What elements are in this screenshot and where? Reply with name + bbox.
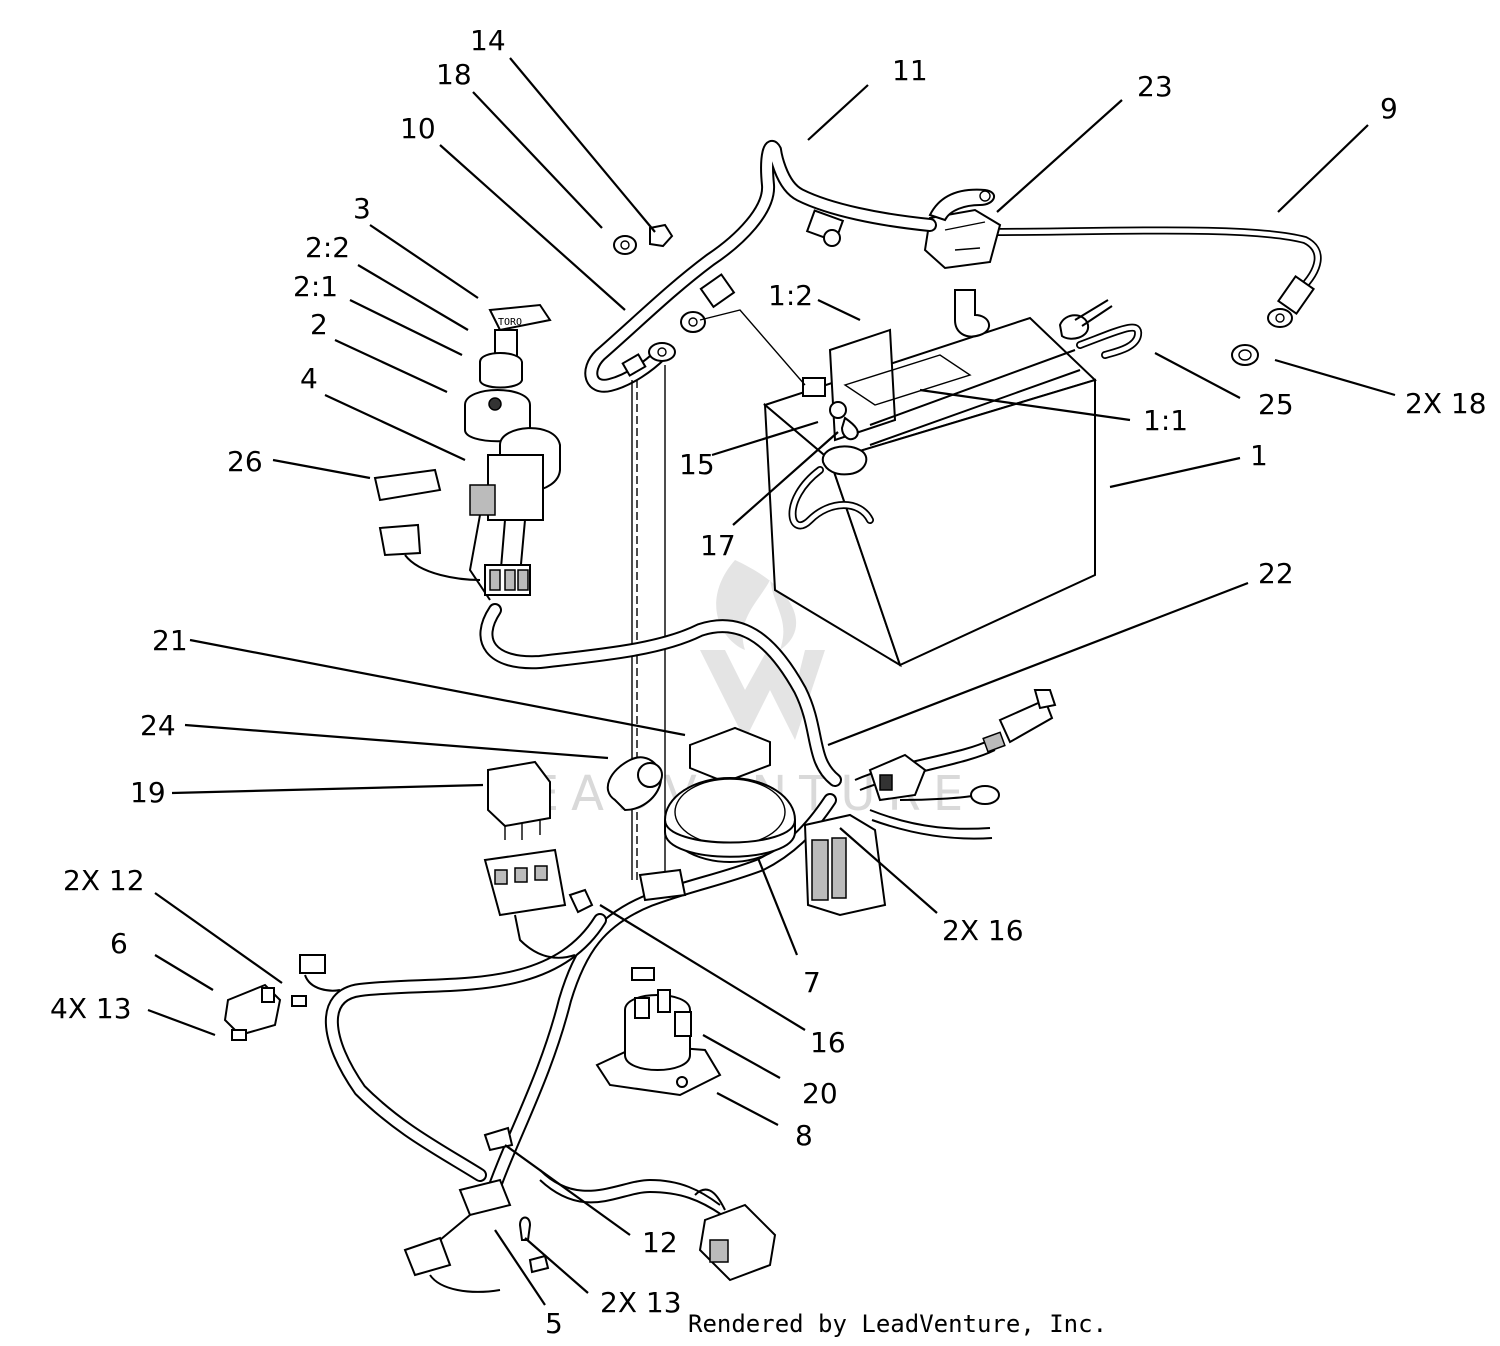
label-16: 16 [810, 1026, 846, 1059]
label-20: 20 [802, 1077, 838, 1110]
label-2x-13: 2X 13 [600, 1286, 682, 1319]
label-2x-16: 2X 16 [942, 914, 1024, 947]
svg-text:TORO: TORO [498, 317, 522, 328]
label-9: 9 [1380, 92, 1398, 125]
label-1-2: 1:2 [768, 279, 813, 312]
battery [762, 289, 1143, 668]
label-2-2: 2:2 [305, 231, 350, 264]
relay-19 [487, 760, 551, 840]
label-2x-12: 2X 12 [63, 864, 145, 897]
solenoid [595, 967, 722, 1097]
label-2-1: 2:1 [293, 270, 338, 303]
label-22: 22 [1258, 557, 1294, 590]
relay-21 [689, 726, 771, 784]
label-2: 2 [310, 308, 328, 341]
label-4x-13: 4X 13 [50, 992, 132, 1025]
label-5: 5 [545, 1307, 563, 1340]
harness-lower [324, 603, 996, 1216]
label-4: 4 [300, 362, 318, 395]
bottom-relay [694, 1188, 777, 1282]
switch-6 [223, 954, 341, 1041]
label-1: 1 [1250, 439, 1268, 472]
footer-credit: Rendered by LeadVenture, Inc. [688, 1310, 1107, 1338]
relay-socket-16 [483, 753, 927, 959]
label-12: 12 [642, 1226, 678, 1259]
connector-5 [403, 1126, 550, 1293]
label-11: 11 [892, 54, 928, 87]
label-26: 26 [227, 445, 263, 478]
label-10: 10 [400, 112, 436, 145]
label-6: 6 [110, 927, 128, 960]
label-15: 15 [679, 448, 715, 481]
label-23: 23 [1137, 70, 1173, 103]
label-14: 14 [470, 24, 506, 57]
fuse-holder-24 [606, 756, 663, 812]
ignition-switch: TORO [373, 303, 561, 601]
callout-labels: 14 18 11 23 9 10 3 2:2 2:1 2 4 26 1:2 1:… [50, 24, 1487, 1340]
connector-22 [899, 689, 1057, 805]
label-24: 24 [140, 709, 176, 742]
label-17: 17 [700, 529, 736, 562]
label-8: 8 [795, 1119, 813, 1152]
label-21: 21 [152, 624, 188, 657]
leader-lines [147, 57, 1396, 1306]
label-25: 25 [1258, 388, 1294, 421]
harness-upper [584, 140, 937, 880]
label-2x-18: 2X 18 [1405, 387, 1487, 420]
label-1-1: 1:1 [1143, 404, 1188, 437]
diode-16 [568, 868, 687, 914]
battery-cable [923, 188, 1322, 366]
label-19: 19 [130, 776, 166, 809]
grommet-7 [664, 777, 796, 863]
label-7: 7 [803, 966, 821, 999]
label-3: 3 [353, 192, 371, 225]
label-18: 18 [436, 58, 472, 91]
